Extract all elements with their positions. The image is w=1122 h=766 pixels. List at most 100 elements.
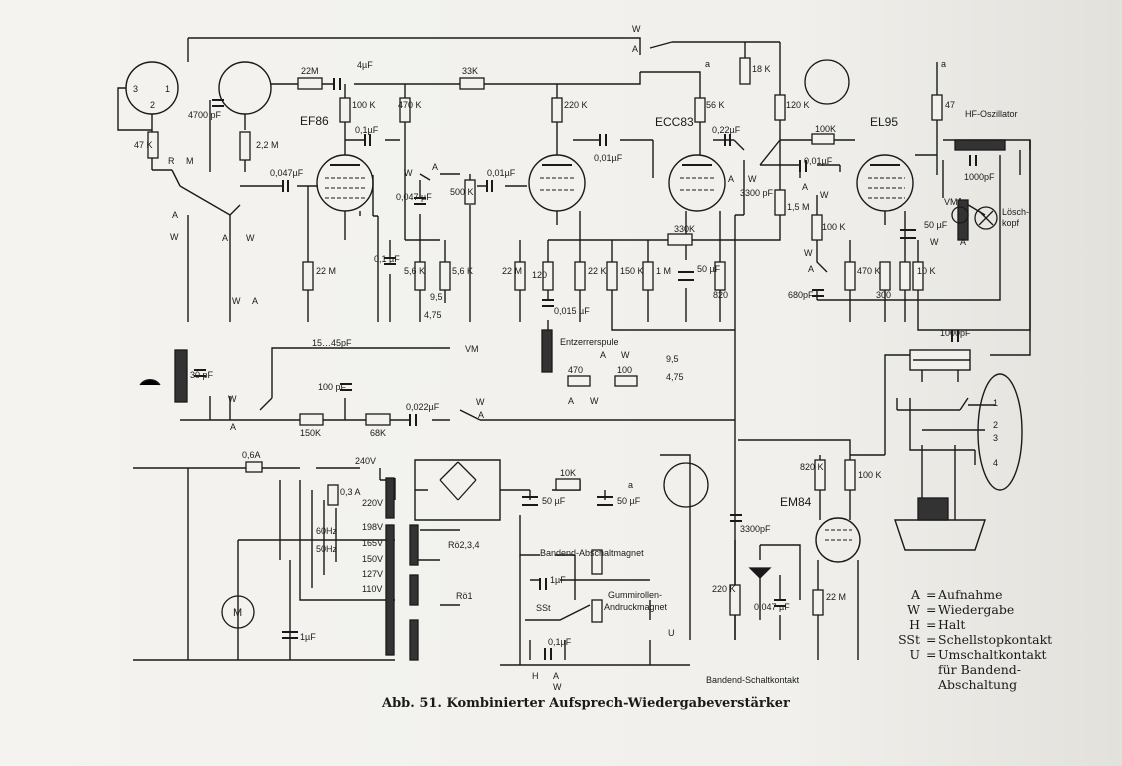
capacitors — [194, 78, 977, 660]
value-r56kb: 5,6 K — [452, 266, 473, 276]
legend-eq-1: = — [926, 602, 936, 617]
value-c022: 0,22µF — [712, 125, 741, 135]
value-c3300a: 3300 pF — [740, 188, 774, 198]
value-r820: 820 — [713, 290, 728, 300]
legend-eq-0: = — [926, 587, 936, 602]
jack-pin-1: 1 — [165, 84, 170, 94]
value-r68k: 68K — [370, 428, 386, 438]
sw-a3: A — [252, 296, 258, 306]
value-c001c: 0,01µF — [804, 156, 833, 166]
value-r120k: 120 K — [786, 100, 810, 110]
gummirollen-label-2: Andruckmagnet — [604, 602, 668, 612]
legend-key-3: SSt — [898, 632, 920, 647]
resistors — [147, 57, 1006, 661]
connector-pin-4: 4 — [993, 458, 998, 468]
sw-w5: W — [621, 350, 630, 360]
supply-a-psu: a — [628, 480, 633, 490]
value-c001b: 0,01µF — [594, 153, 623, 163]
value-r150k: 150 K — [620, 266, 644, 276]
sw-a9: A — [808, 264, 814, 274]
value-c01b: 0,1 µF — [374, 254, 400, 264]
value-motor: M — [233, 607, 242, 619]
sw-w12: W — [553, 682, 562, 692]
value-c01uf-h: 0,1µF — [548, 637, 572, 647]
bandend-magnet-label: Bandend-Abschaltmagnet — [540, 548, 644, 558]
value-r22m-ecc: 22 M — [502, 266, 522, 276]
value-v165: 165V — [362, 538, 383, 548]
value-c50b: 50 µF — [617, 496, 641, 506]
value-c50uf-ecc: 50 µF — [697, 264, 721, 274]
value-v110: 110V — [362, 584, 382, 594]
legend: A = Aufnahme W = Wiedergabe H = Halt SSt… — [898, 587, 1052, 692]
legend-text-2: Halt — [938, 617, 965, 632]
wiring — [117, 37, 1031, 666]
value-r10k: 10 K — [917, 266, 936, 276]
vm-label-1: VM — [944, 197, 958, 207]
value-r100: 100 — [617, 365, 632, 375]
sw-w-top: W — [632, 24, 641, 34]
value-r470k-el: 470 K — [857, 266, 881, 276]
entzerrerspule-label: Entzerrerspule — [560, 337, 619, 347]
loeschkopf-label-1: Lösch- — [1002, 207, 1029, 217]
vm-label-2: VM — [465, 344, 479, 354]
roehre234-label: Rö2,3,4 — [448, 540, 480, 550]
legend-key-2: H — [909, 617, 920, 632]
hf-oszillator-label: HF-Oszillator — [965, 109, 1018, 119]
value-r22m-em: 22 M — [826, 592, 846, 602]
tube-em84: EM84 — [780, 495, 812, 509]
value-r100k-em: 100 K — [858, 470, 882, 480]
value-c50uf-el: 50 µF — [924, 220, 948, 230]
connector-pin-1: 1 — [993, 398, 998, 408]
value-c0015: 0,015 µF — [554, 306, 590, 316]
sw-a10: A — [960, 237, 966, 247]
value-t475: 4,75 — [424, 310, 442, 320]
rectifier — [139, 59, 998, 629]
sw-a5: A — [600, 350, 606, 360]
tube-grids — [325, 177, 905, 541]
value-r22m-b: 2,2 M — [256, 140, 279, 150]
value-c680: 680pF — [788, 290, 814, 300]
value-c1uf: 1µF — [550, 575, 566, 585]
value-c0047c: 0,047 µF — [754, 602, 790, 612]
sw-a4: A — [432, 162, 438, 172]
sw-a11: A — [478, 410, 484, 420]
legend-text-3: Schellstopkontakt — [938, 632, 1052, 647]
value-r56k: 56 K — [706, 100, 725, 110]
section-labels: HF-Oszillator Lösch- kopf Entzerrerspule… — [448, 59, 1029, 685]
jack-pin-2: 2 — [150, 100, 155, 110]
value-r47-el: 47 — [945, 100, 955, 110]
supply-a-top: a — [705, 59, 710, 69]
sw-w7: W — [748, 174, 757, 184]
sw-a1: A — [172, 210, 178, 220]
legend-key-4: U — [909, 647, 920, 662]
sw-a6: A — [568, 396, 574, 406]
value-r33k: 33K — [462, 66, 478, 76]
legend-eq-4: = — [926, 647, 936, 662]
value-r470: 470 — [568, 365, 583, 375]
value-r150k-b: 150K — [300, 428, 321, 438]
value-r100k-mid: 100 K — [822, 222, 846, 232]
value-hz60: 60Hz — [316, 526, 338, 536]
legend-text-4: Umschaltkontakt — [938, 647, 1047, 662]
value-p500k: 500 K — [450, 187, 474, 197]
value-hz50: 50Hz — [316, 544, 338, 554]
legend-key-0: A — [910, 587, 921, 602]
sw-a8: A — [802, 182, 808, 192]
sw-a2: A — [222, 233, 228, 243]
tube-ecc83: ECC83 — [655, 115, 694, 129]
value-r15m: 1,5 M — [787, 202, 810, 212]
value-c300: 300 — [876, 290, 891, 300]
value-v150: 150V — [362, 554, 383, 564]
value-r120: 120 — [532, 270, 547, 280]
tube-labels: EF86 ECC83 EL95 EM84 — [300, 114, 898, 509]
legend-extra-0: für Bandend- — [938, 662, 1021, 677]
gummirollen-label-1: Gummirollen- — [608, 590, 662, 600]
switch-markers: W A R M A W A W W A W A W A W A W A A W … — [168, 24, 966, 692]
value-r10k-s: 10K — [560, 468, 576, 478]
value-c01-ef: 0,1µF — [355, 125, 379, 135]
sw-w2: W — [246, 233, 255, 243]
value-c100: 100 pF — [318, 382, 347, 392]
value-r22m-ef: 22 M — [316, 266, 336, 276]
tube-el95: EL95 — [870, 115, 898, 129]
